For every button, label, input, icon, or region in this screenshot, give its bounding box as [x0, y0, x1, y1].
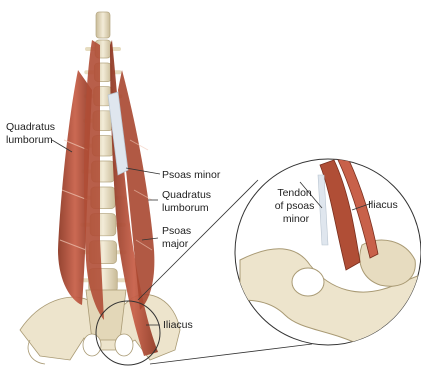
label-psoas-minor: Psoas minor — [162, 169, 221, 181]
label-iliacus-main: Iliacus — [163, 319, 193, 331]
label-psoas-major: Psoas major — [162, 225, 194, 250]
label-quadratus-lumborum-left: Quadratus lumborum — [6, 121, 58, 146]
sacrum — [86, 290, 126, 340]
label-iliacus-inset: Iliacus — [368, 199, 398, 211]
label-quadratus-lumborum-right: Quadratus lumborum — [162, 189, 214, 214]
